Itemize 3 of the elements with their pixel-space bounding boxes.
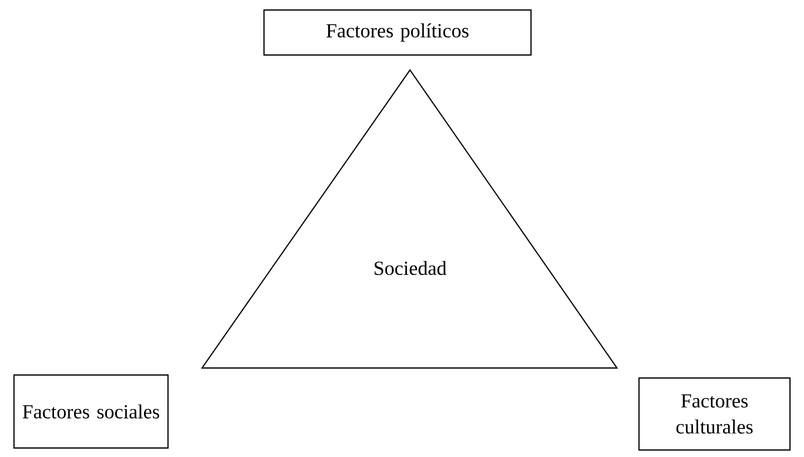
factor-box: Factores políticos — [263, 9, 532, 56]
factor-box: Factores sociales — [13, 374, 169, 449]
factor-box: Factores culturales — [638, 377, 791, 451]
